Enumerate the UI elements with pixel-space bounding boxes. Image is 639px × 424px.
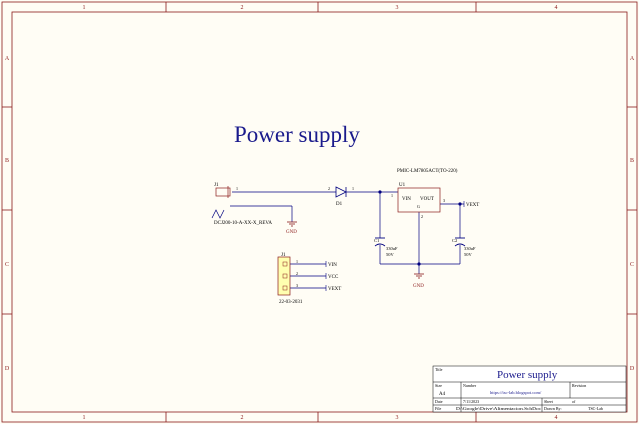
connector-designator: J1 (281, 253, 286, 258)
title-block-size: A4 (439, 392, 446, 397)
connector-body (277, 256, 291, 296)
dc-jack-designator: J1 (214, 183, 219, 188)
title-block-date-label: Date (435, 399, 443, 404)
regulator-designator: U1 (399, 183, 406, 188)
net-label-vin: VIN (328, 263, 337, 268)
col-label-bottom: 3 (396, 415, 399, 421)
dc-jack-value: DCJ200-10-A-XX-X_REVA (214, 221, 272, 226)
capacitor-c1[interactable]: C1 330uF 50V (374, 237, 398, 257)
capacitor-c1-voltage: 50V (386, 252, 395, 257)
regulator-num-in: 1 (391, 193, 393, 198)
connector-pin-1: 1 (296, 259, 298, 264)
col-label-top: 3 (396, 5, 399, 11)
gnd-symbol-2 (414, 273, 424, 279)
net-labels-connector: VIN VCC VEXT (325, 261, 341, 292)
dc-jack-body (215, 187, 231, 197)
regulator-num-out: 3 (443, 198, 445, 203)
connector-pin-3: 3 (296, 283, 298, 288)
title-block-sheet-label: Sheet (544, 399, 554, 404)
row-label-right: C (630, 262, 634, 268)
title-block-of-label: of (572, 399, 576, 404)
net-label-vcc: VCC (328, 275, 339, 280)
regulator-body (397, 187, 441, 213)
title-block-revision-label: Revision (572, 383, 586, 388)
connector-value: 22-03-2031 (279, 300, 303, 305)
row-label-left: C (5, 262, 9, 268)
frame-column-labels: 1 2 3 4 1 2 3 4 (83, 5, 558, 421)
title-block-file-label: File (435, 406, 441, 411)
title-block-title-label: Title (435, 367, 443, 372)
capacitor-c2-value: 330uF (464, 246, 476, 251)
gnd-label-1: GND (286, 230, 297, 235)
gnd-label-2: GND (413, 284, 424, 289)
net-label-vext-text: VEXT (466, 203, 479, 208)
diode-pin-anode: 2 (328, 186, 330, 191)
schematic-title: Power supply (234, 122, 360, 147)
col-label-top: 1 (83, 5, 86, 11)
title-block-title: Power supply (497, 369, 558, 381)
regulator-pin-g: G (417, 204, 420, 209)
col-label-bottom: 4 (555, 415, 558, 421)
capacitor-c2[interactable]: C2 330uF 50V (452, 237, 476, 257)
row-label-left: B (5, 158, 9, 164)
regulator-pin-vin: VIN (402, 197, 411, 202)
row-label-right: B (630, 158, 634, 164)
regulator-pin-vout: VOUT (420, 197, 434, 202)
capacitor-c1-designator: C1 (374, 238, 379, 243)
title-block-size-label: Size (435, 383, 442, 388)
title-block: Title Power supply Size A4 Number https:… (432, 365, 627, 413)
col-label-top: 4 (555, 5, 558, 11)
capacitor-c2-designator: C2 (452, 238, 457, 243)
title-block-date: 7/11/2023 (463, 399, 479, 404)
title-block-number: https://tsc-lab.blogspot.com/ (490, 390, 542, 395)
title-block-drawn-by: TSC-Lab (588, 406, 603, 411)
row-label-right: A (630, 56, 635, 62)
col-label-top: 2 (241, 5, 244, 11)
regulator-value: PMIC-LM7805ACT(TO-220) (397, 169, 458, 174)
gnd-symbol-1 (287, 221, 297, 227)
col-label-bottom: 1 (83, 415, 86, 421)
connector-j1[interactable]: J1 1 2 3 22-03-2031 (277, 253, 303, 305)
diode-triangle (335, 186, 347, 198)
net-label-vext-out: VEXT (463, 201, 479, 208)
diode-d1[interactable]: 2 1 D1 (328, 186, 354, 207)
col-label-bottom: 2 (241, 415, 244, 421)
title-block-file: D:\Google\Drive\Alimentacion.SchDoc (456, 406, 541, 411)
row-label-right: D (630, 366, 635, 372)
junction-dots (378, 190, 462, 266)
connector-pin-2: 2 (296, 271, 298, 276)
title-block-drawn-label: Drawn By: (544, 406, 562, 411)
row-label-left: D (5, 366, 10, 372)
regulator-num-g: 2 (421, 214, 423, 219)
title-block-number-label: Number (463, 383, 477, 388)
diode-designator: D1 (336, 202, 343, 207)
diode-pin-cathode: 1 (352, 186, 354, 191)
capacitor-c2-voltage: 50V (464, 252, 473, 257)
dc-jack-pin: 1 (236, 186, 238, 191)
net-label-vext: VEXT (328, 287, 341, 292)
frame-row-labels: A B C D A B C D (5, 56, 635, 372)
row-label-left: A (5, 56, 10, 62)
capacitor-c1-value: 330uF (386, 246, 398, 251)
regulator-u1[interactable]: PMIC-LM7805ACT(TO-220) U1 VIN VOUT G 1 3… (391, 169, 458, 219)
dc-jack-j1[interactable]: J1 1 DCJ200-10-A-XX-X_REVA (211, 183, 272, 226)
